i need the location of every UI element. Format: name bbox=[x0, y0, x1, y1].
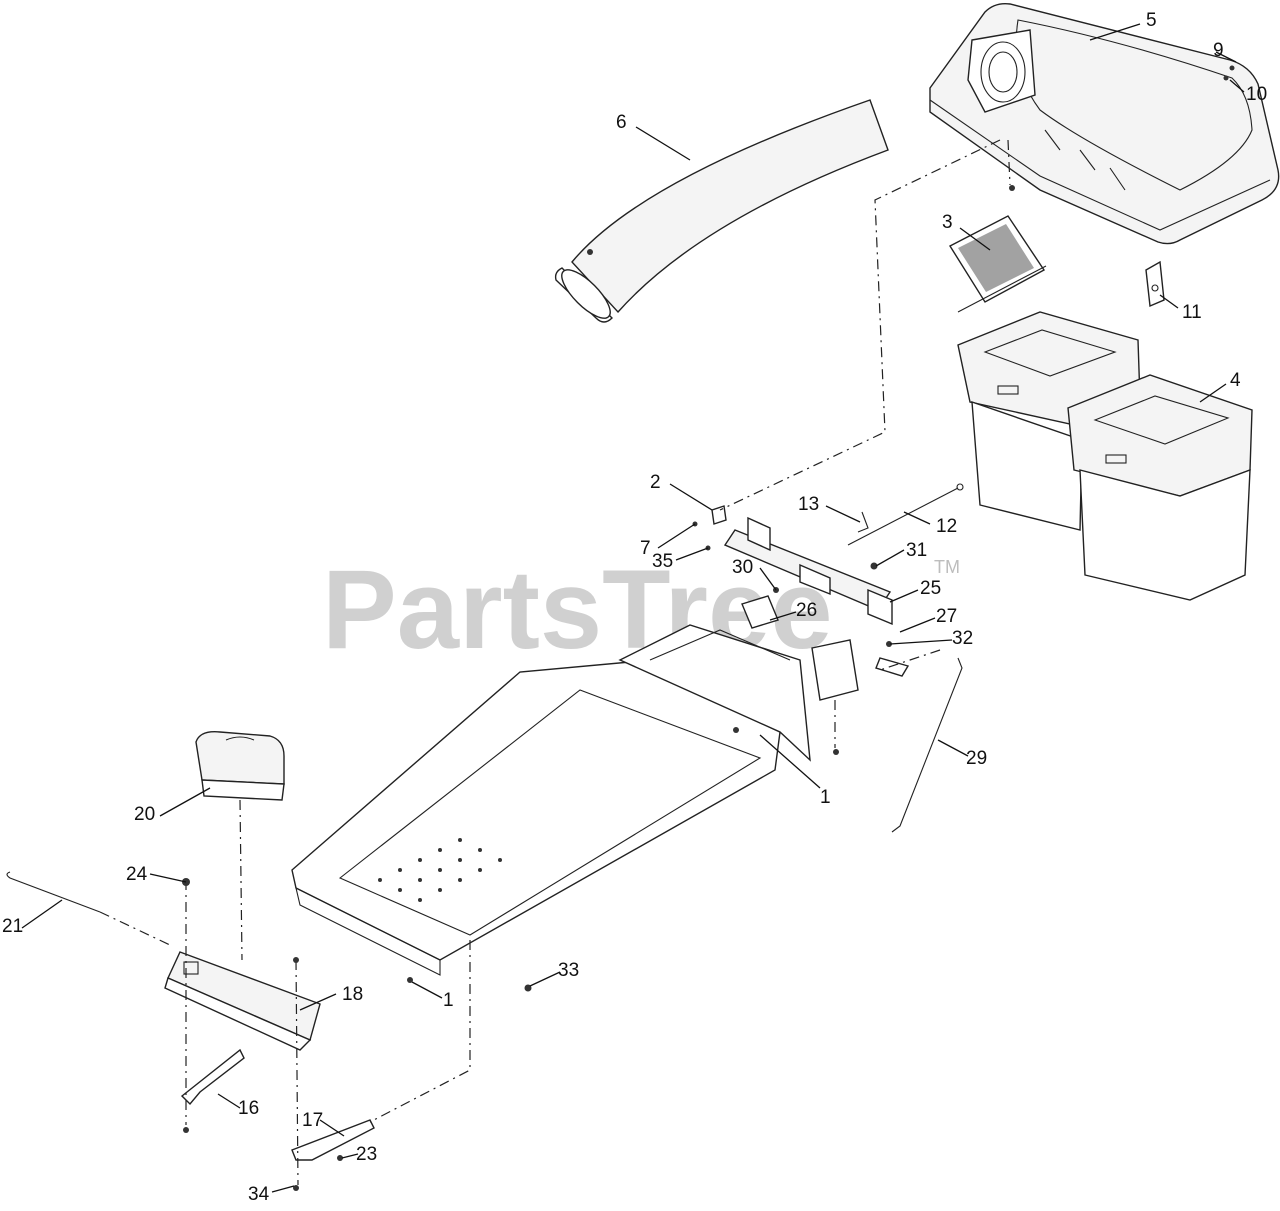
callout-26[interactable]: 26 bbox=[796, 600, 817, 621]
callout-labels: 5 9 10 6 3 11 4 2 13 12 7 35 31 30 25 26… bbox=[2, 10, 1267, 1205]
callout-29[interactable]: 29 bbox=[966, 748, 987, 769]
callout-34[interactable]: 34 bbox=[248, 1184, 270, 1205]
callout-5[interactable]: 5 bbox=[1146, 10, 1157, 31]
bagger-tube-part[interactable] bbox=[554, 99, 889, 325]
main-frame bbox=[291, 624, 811, 976]
callout-2[interactable]: 2 bbox=[650, 472, 661, 493]
pin-part[interactable] bbox=[857, 511, 869, 533]
callout-7[interactable]: 7 bbox=[640, 538, 651, 559]
hardware bbox=[182, 65, 1235, 1191]
grass-bags-part[interactable] bbox=[957, 311, 1253, 601]
rod-part[interactable] bbox=[847, 483, 964, 546]
bracket-part[interactable] bbox=[741, 595, 910, 701]
callout-16[interactable]: 16 bbox=[238, 1098, 259, 1119]
callout-24[interactable]: 24 bbox=[126, 864, 148, 885]
callout-13[interactable]: 13 bbox=[798, 494, 819, 515]
callout-11[interactable]: 11 bbox=[1182, 302, 1202, 323]
callout-20[interactable]: 20 bbox=[134, 804, 155, 825]
callout-9[interactable]: 9 bbox=[1213, 40, 1224, 61]
leader-lines bbox=[21, 23, 1245, 1193]
rod-21-part[interactable] bbox=[6, 871, 101, 913]
callout-1-upper[interactable]: 1 bbox=[820, 787, 831, 808]
bracket-17-part[interactable] bbox=[291, 1119, 375, 1161]
callout-23[interactable]: 23 bbox=[356, 1144, 377, 1165]
callout-17[interactable]: 17 bbox=[302, 1110, 323, 1131]
callout-12[interactable]: 12 bbox=[936, 516, 957, 537]
bracket-16-part[interactable] bbox=[180, 1048, 245, 1106]
callout-21[interactable]: 21 bbox=[2, 916, 23, 937]
watermark-trademark: TM bbox=[934, 557, 960, 577]
callout-18[interactable]: 18 bbox=[342, 984, 363, 1005]
callout-32[interactable]: 32 bbox=[952, 628, 973, 649]
deck-holes bbox=[378, 838, 502, 902]
mounting-bar-part[interactable] bbox=[711, 505, 893, 626]
callout-3[interactable]: 3 bbox=[942, 212, 953, 233]
callout-1-lower[interactable]: 1 bbox=[443, 990, 454, 1011]
callout-31[interactable]: 31 bbox=[906, 540, 927, 561]
callout-33[interactable]: 33 bbox=[558, 960, 579, 981]
latch-part[interactable] bbox=[1145, 260, 1165, 308]
weight-part[interactable] bbox=[195, 731, 285, 801]
callout-35[interactable]: 35 bbox=[652, 551, 673, 572]
callout-10[interactable]: 10 bbox=[1246, 84, 1267, 105]
hood-cover-part[interactable] bbox=[929, 2, 1280, 245]
callout-25[interactable]: 25 bbox=[920, 578, 941, 599]
weight-bracket-part[interactable] bbox=[164, 951, 321, 1051]
link-rod-part[interactable] bbox=[891, 657, 963, 833]
callout-6[interactable]: 6 bbox=[616, 112, 627, 133]
callout-27[interactable]: 27 bbox=[936, 606, 957, 627]
callout-30[interactable]: 30 bbox=[732, 557, 753, 578]
screen-filter-part[interactable] bbox=[949, 215, 1047, 313]
assembly-lines bbox=[99, 139, 1011, 1186]
callout-4[interactable]: 4 bbox=[1230, 370, 1241, 391]
